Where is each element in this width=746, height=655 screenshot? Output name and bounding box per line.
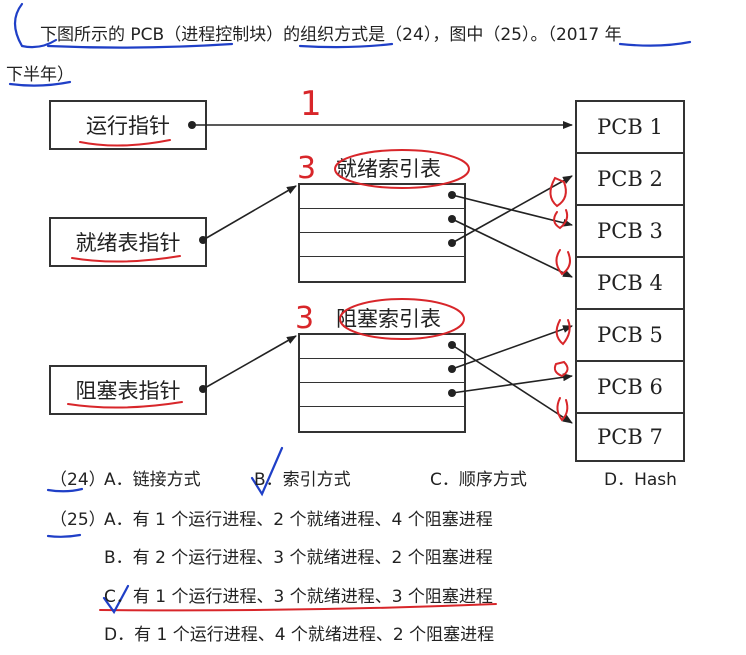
arrow-blocked-to-pcb5	[451, 325, 573, 370]
mark-pcb3	[553, 209, 569, 230]
ready-pointer-label: 就绪表指针	[75, 231, 181, 255]
pcb-4: PCB 4	[577, 258, 683, 310]
q25-option-b-letter: B．	[104, 548, 133, 568]
underline-q-year	[618, 40, 692, 47]
question-line-1: 下图所示的 PCB（进程控制块）的组织方式是（24），图中（25）。（2017 …	[40, 25, 622, 45]
ready-pointer-box: 就绪表指针	[49, 217, 207, 267]
q25-option-c[interactable]: C．有 1 个运行进程、3 个就绪进程、3 个阻塞进程	[104, 582, 493, 607]
q25-option-d-text: 有 1 个运行进程、4 个就绪进程、2 个阻塞进程	[134, 625, 495, 645]
q24-option-d[interactable]: D．Hash	[604, 465, 677, 490]
circle-ready-title	[334, 149, 470, 189]
arrow-blocked-pointer	[202, 335, 297, 390]
q24-option-d-text: Hash	[634, 470, 677, 490]
underline-q-org	[298, 42, 394, 49]
q25-option-b-text: 有 2 个运行进程、3 个就绪进程、2 个阻塞进程	[132, 548, 493, 568]
underline-24	[46, 487, 84, 493]
q25-number: （25）	[50, 510, 106, 530]
mark-pcb2	[549, 176, 567, 208]
blue-pen-marks	[8, 2, 692, 615]
q24-option-c-letter: C．	[430, 470, 459, 490]
blocked-index-table	[298, 333, 466, 433]
arrow-ready-to-pcb4	[451, 218, 573, 278]
pen-note-3a: 3	[297, 151, 316, 186]
underline-answer-c	[99, 603, 497, 612]
mark-pcb6	[553, 360, 569, 378]
arrow-blocked-to-pcb6	[451, 373, 573, 394]
q25-option-a[interactable]: A．有 1 个运行进程、2 个就绪进程、4 个阻塞进程	[104, 505, 493, 530]
pcb-6: PCB 6	[577, 362, 683, 414]
pcb-1: PCB 1	[577, 102, 683, 154]
q25-option-b[interactable]: B．有 2 个运行进程、3 个就绪进程、2 个阻塞进程	[104, 543, 493, 568]
pen-swirl	[13, 2, 58, 49]
check-24-b	[250, 446, 284, 497]
underline-ready	[71, 255, 181, 263]
q24-number: （24）	[50, 470, 106, 490]
q25-option-c-letter: C．	[104, 587, 133, 607]
q24-option-c-text: 顺序方式	[458, 470, 527, 490]
ready-index-row	[300, 185, 464, 209]
pcb-3: PCB 3	[577, 206, 683, 258]
ready-index-row	[300, 233, 464, 257]
underline-q-pcb	[46, 42, 234, 49]
q24-option-a-letter: A．	[104, 470, 133, 490]
pcb-7: PCB 7	[597, 425, 663, 449]
running-pointer-label: 运行指针	[86, 114, 170, 138]
q24-option-b[interactable]: B．索引方式	[254, 465, 351, 490]
q24-option-d-letter: D．	[604, 470, 635, 490]
q25-option-c-text: 有 1 个运行进程、3 个就绪进程、3 个阻塞进程	[132, 587, 493, 607]
arrow-ready-to-pcb2	[451, 175, 573, 244]
q24-option-c[interactable]: C．顺序方式	[430, 465, 527, 490]
ready-index-row	[300, 209, 464, 233]
circle-blocked-title	[339, 298, 465, 340]
q24-option-b-letter: B．	[254, 470, 283, 490]
arrow-ready-pointer	[202, 185, 297, 241]
underline-q-half	[8, 80, 72, 87]
q24-option-b-text: 索引方式	[282, 470, 351, 490]
blocked-pointer-box: 阻塞表指针	[49, 365, 207, 415]
running-pointer-box: 运行指针	[49, 100, 207, 150]
underline-running	[79, 139, 171, 147]
check-25-c	[102, 584, 130, 615]
q24-option-a-text: 链接方式	[132, 470, 201, 490]
red-pen-marks	[67, 139, 571, 612]
ready-index-table	[298, 183, 466, 283]
q25-option-a-letter: A．	[104, 510, 133, 530]
blocked-index-row	[300, 383, 464, 407]
q25-option-a-text: 有 1 个运行进程、2 个就绪进程、4 个阻塞进程	[132, 510, 493, 530]
blocked-index-row	[300, 359, 464, 383]
mark-pcb7	[556, 397, 569, 422]
mark-pcb4	[555, 249, 571, 276]
mark-pcb5	[555, 319, 571, 346]
pcb-2: PCB 2	[577, 154, 683, 206]
blocked-index-title: 阻塞索引表	[336, 307, 441, 331]
q25-option-d[interactable]: D．有 1 个运行进程、4 个就绪进程、2 个阻塞进程	[104, 620, 494, 645]
blocked-pointer-label: 阻塞表指针	[75, 379, 181, 403]
question-line-2: 下半年）	[6, 65, 74, 85]
blocked-index-row	[300, 335, 464, 359]
ready-index-title: 就绪索引表	[336, 157, 441, 181]
q24-option-a[interactable]: A．链接方式	[104, 465, 201, 490]
pen-note-1: 1	[300, 84, 322, 124]
underline-25	[46, 533, 82, 538]
pcb-5: PCB 5	[577, 310, 683, 362]
pcb-column: PCB 1 PCB 2 PCB 3 PCB 4 PCB 5 PCB 6 PCB …	[575, 100, 685, 462]
q25-option-d-letter: D．	[104, 625, 135, 645]
pen-note-3b: 3	[295, 301, 314, 336]
underline-blocked	[67, 401, 183, 409]
